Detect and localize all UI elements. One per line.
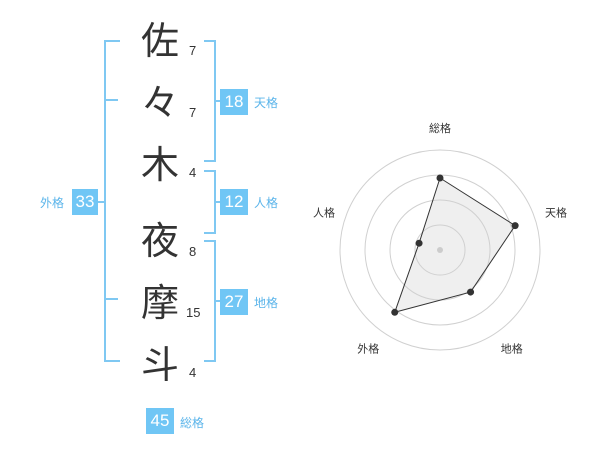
bracket-connector [214, 300, 220, 302]
gaikaku-label: 外格 [40, 196, 65, 210]
stroke-count-6: 4 [189, 365, 197, 380]
stroke-count-2: 7 [189, 105, 197, 120]
jinkaku-value-badge: 12 [220, 189, 248, 215]
radar-point [436, 174, 444, 182]
bracket-tick [106, 298, 118, 300]
radar-point [391, 308, 399, 316]
radar-point [511, 222, 519, 230]
radar-point [415, 239, 423, 247]
stroke-count-1: 7 [189, 43, 197, 58]
tenkaku-label: 天格 [254, 96, 279, 110]
stroke-count-4: 8 [189, 244, 197, 259]
soukaku-value-badge: 45 [146, 408, 174, 434]
soukaku-label: 総格 [180, 416, 205, 430]
bracket-connector [98, 201, 106, 203]
radar-axis-label: 人格 [313, 205, 335, 219]
tenkaku-value-badge: 18 [220, 89, 248, 115]
radar-ring [339, 149, 541, 351]
gaikaku-value-badge: 33 [72, 189, 98, 215]
radar-axis-label: 総格 [429, 121, 451, 135]
radar-ring [414, 224, 466, 276]
radar-axis-label: 外格 [357, 342, 379, 356]
bracket-connector [214, 100, 220, 102]
radar-area [393, 177, 516, 314]
jinkaku-label: 人格 [254, 196, 279, 210]
bracket-tick [106, 99, 118, 101]
radar-axis-label: 地格 [501, 342, 523, 356]
stroke-count-3: 4 [189, 165, 197, 180]
radar-axis-label: 天格 [545, 205, 567, 219]
radar-point [467, 288, 475, 296]
chikaku-value-badge: 27 [220, 289, 248, 315]
stroke-count-5: 15 [186, 305, 201, 320]
bracket-connector [214, 201, 220, 203]
chikaku-label: 地格 [254, 296, 279, 310]
radar-center-dot [437, 247, 443, 253]
